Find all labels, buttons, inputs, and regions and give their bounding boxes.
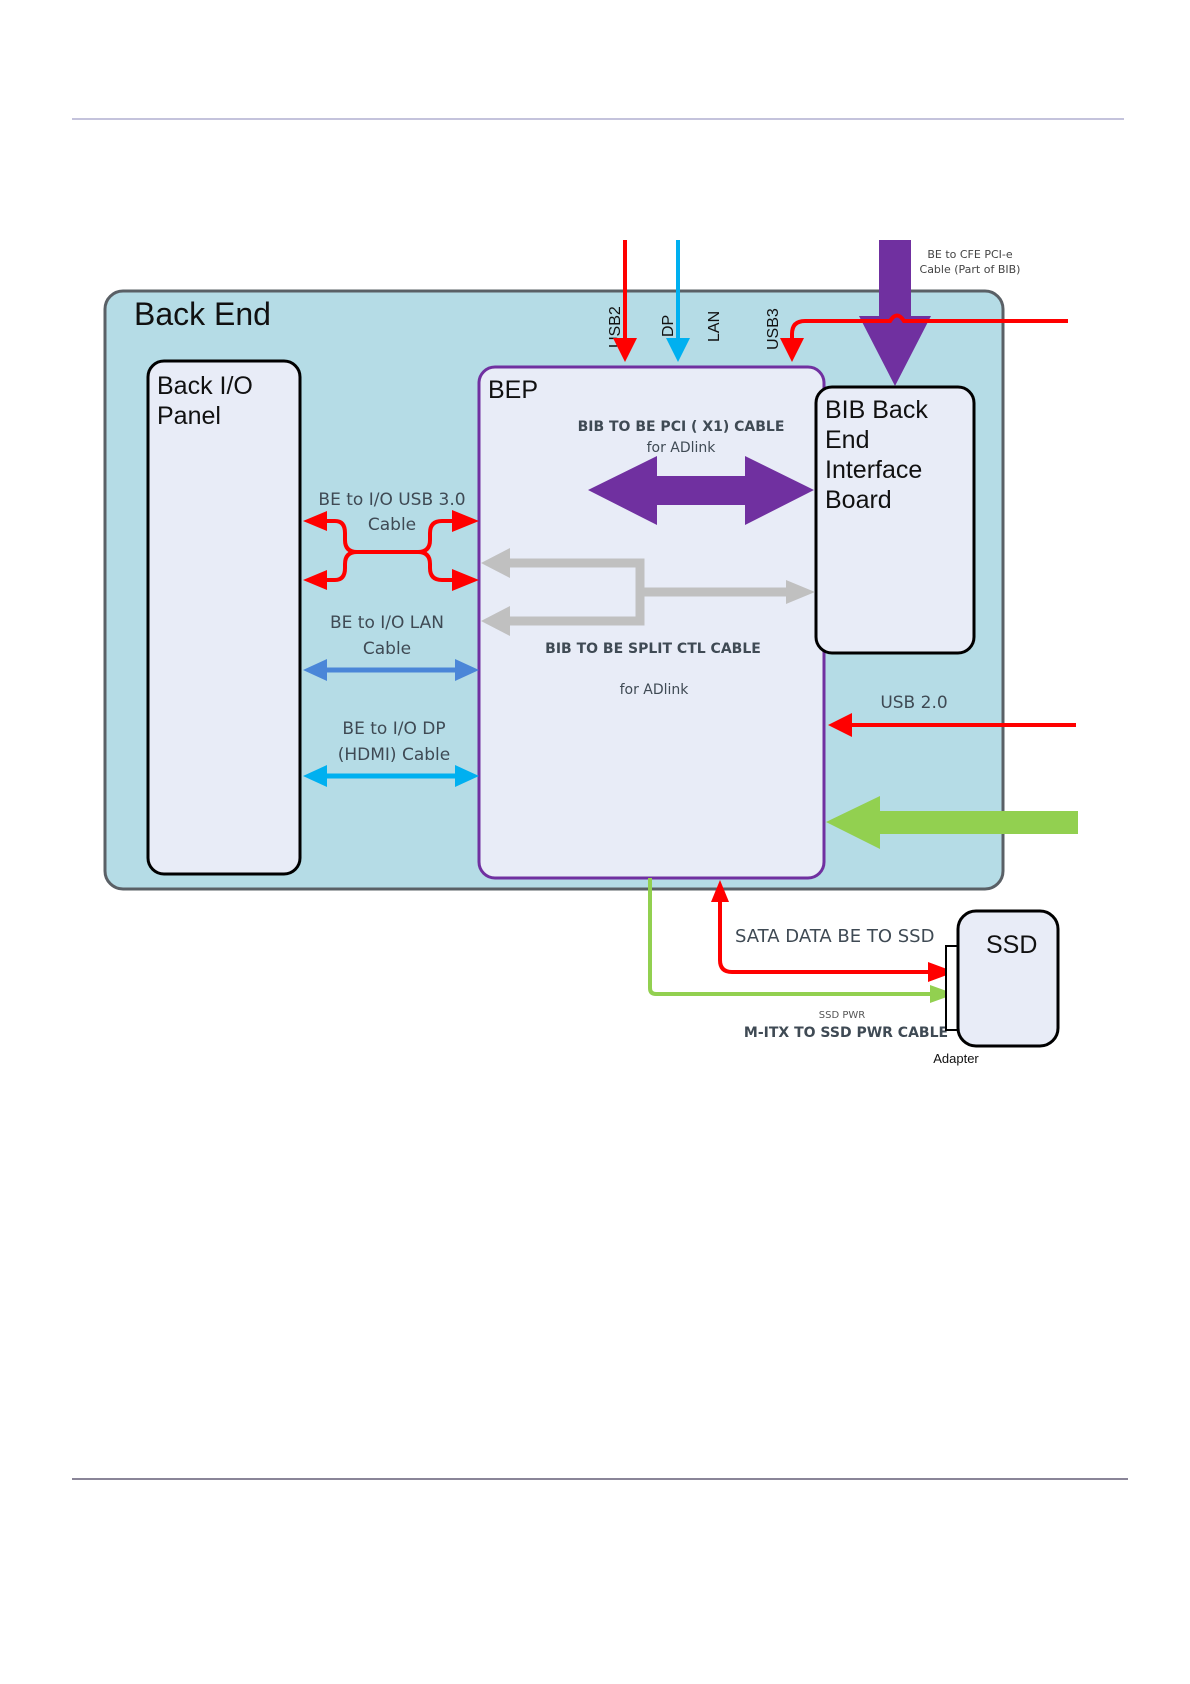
split-ctl-arrowhead-bottom <box>481 606 510 636</box>
back-io-panel <box>146 359 302 876</box>
lan-cable-label-1: BE to I/O LAN <box>330 613 444 633</box>
sata-data-line <box>718 900 930 974</box>
lan-arrowhead-left <box>303 659 327 681</box>
bep-label: BEP <box>488 376 538 404</box>
dp-arrowhead-right <box>455 765 479 787</box>
adapter-label: Adapter <box>933 1051 979 1066</box>
ssd-pwr-small-label: SSD PWR <box>819 1010 865 1021</box>
port-label-dp: DP <box>660 315 677 337</box>
port-label-usb2: USB2 <box>607 306 624 348</box>
ssd-power-arrowhead <box>930 985 955 1003</box>
ssd-power-line <box>648 878 935 996</box>
ssd-label: SSD <box>986 931 1037 959</box>
split-ctl-sublabel: for ADlink <box>620 682 690 698</box>
bib-label-2: End <box>825 426 869 454</box>
usb30-cable-label-2: Cable <box>368 515 416 535</box>
bib-label-4: Board <box>825 486 892 514</box>
footer-rule <box>72 1478 1128 1480</box>
usb30-arrowhead-right-top <box>452 510 479 532</box>
cfe-cable-label-1: BE to CFE PCI-e <box>927 248 1013 261</box>
usb30-left-branch <box>310 519 470 554</box>
ssd-block <box>956 909 1060 1048</box>
usb30-arrowhead-left-top <box>303 511 327 531</box>
dp-cable-label-2: (HDMI) Cable <box>338 745 450 765</box>
usb30-arrowhead-left-bottom <box>303 570 327 590</box>
bib-label-1: BIB Back <box>825 396 928 424</box>
sata-arrowhead-right <box>928 962 955 982</box>
sata-data-label: SATA DATA BE TO SSD <box>735 926 934 947</box>
port-label-lan: LAN <box>706 311 723 342</box>
pci-x1-double-arrow <box>588 456 814 525</box>
usb20-label: USB 2.0 <box>880 693 947 713</box>
cfe-pcie-arrow <box>859 240 931 386</box>
usb3-arrow <box>780 313 1068 362</box>
lan-arrowhead-right <box>455 659 479 681</box>
cfe-cable-label-2: Cable (Part of BIB) <box>920 263 1021 276</box>
bib-block <box>814 385 976 655</box>
bib-label-3: Interface <box>825 456 922 484</box>
pci-cable-sublabel: for ADlink <box>647 440 717 456</box>
back-io-panel-label-1: Back I/O <box>157 372 253 400</box>
dp-arrowhead-left <box>303 765 327 787</box>
back-io-panel-label-2: Panel <box>157 402 221 430</box>
ssd-pwr-cable-label: M-ITX TO SSD PWR CABLE <box>744 1025 948 1041</box>
usb30-cable-arrows <box>303 510 479 591</box>
lan-cable-arrow <box>303 659 479 681</box>
dp-cable-arrow <box>303 765 479 787</box>
split-ctl-label: BIB TO BE SPLIT CTL CABLE <box>545 641 761 657</box>
split-ctl-cable-arrows <box>481 548 815 636</box>
sata-arrowhead-up <box>711 880 729 902</box>
pci-cable-label: BIB TO BE PCI ( X1) CABLE <box>578 419 785 435</box>
port-label-usb3: USB3 <box>765 308 782 350</box>
split-ctl-arrowhead-right <box>786 580 815 604</box>
dp-cable-label-1: BE to I/O DP <box>342 719 445 739</box>
back-end-title: Back End <box>134 296 271 332</box>
header-rule <box>72 118 1124 120</box>
usb30-arrowhead-right-bottom <box>452 569 479 591</box>
split-ctl-branches <box>506 558 790 626</box>
power-input-arrow <box>826 796 1078 849</box>
lan-cable-label-2: Cable <box>363 639 411 659</box>
split-ctl-arrowhead-top <box>481 548 510 578</box>
usb30-right-branch <box>310 550 470 582</box>
usb30-cable-label-1: BE to I/O USB 3.0 <box>318 490 465 510</box>
